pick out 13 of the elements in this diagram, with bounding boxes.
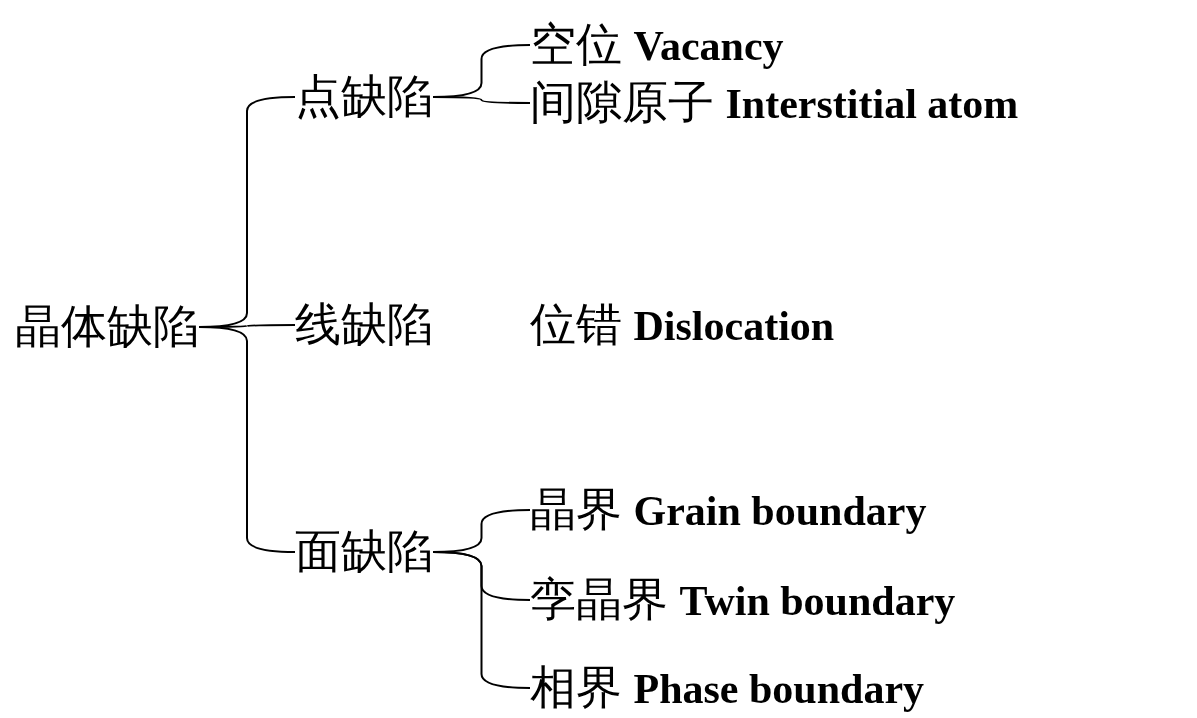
brace-line (198, 326, 296, 553)
term-label: 间隙原子 Interstitial atom (530, 74, 1019, 132)
term-label: 相界 Phase boundary (530, 659, 925, 717)
brace-line (432, 551, 531, 689)
term-label: 空位 Vacancy (530, 16, 784, 74)
term-label: 位错 Dislocation (530, 296, 835, 354)
brace-line (432, 96, 531, 104)
category-label: 面缺陷 (295, 524, 433, 580)
category-label: 线缺陷 (295, 297, 433, 353)
category-label: 点缺陷 (295, 69, 433, 125)
category-label: 晶体缺陷 (15, 299, 199, 355)
term-label: 晶界 Grain boundary (530, 481, 927, 539)
term-label: 孪晶界 Twin boundary (530, 571, 956, 629)
